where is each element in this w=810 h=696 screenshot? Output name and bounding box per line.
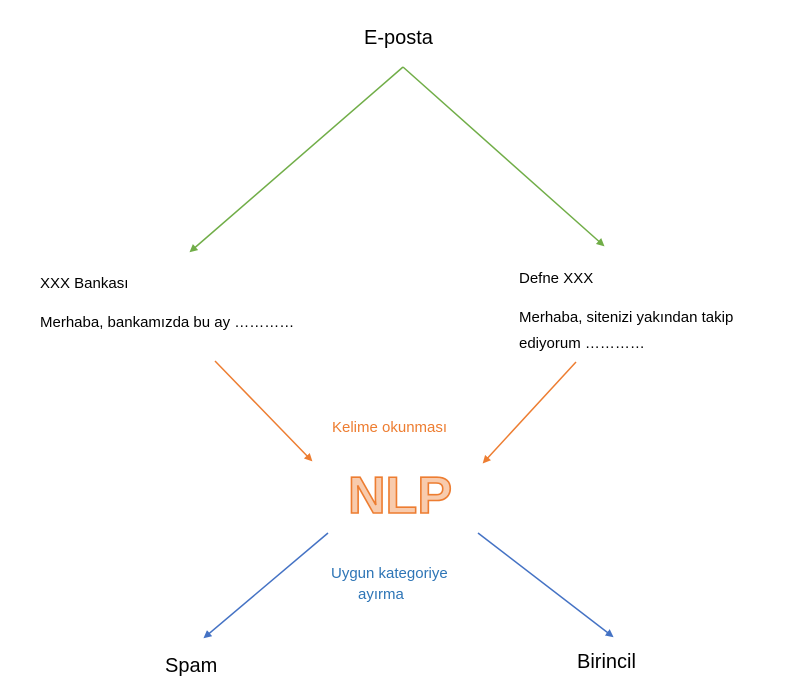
right-email-message-line2: ediyorum ………… xyxy=(519,335,645,352)
output-primary: Birincil xyxy=(577,651,636,673)
left-email-message: Merhaba, bankamızda bu ay ………… xyxy=(40,314,295,331)
orange-arrow-right xyxy=(482,361,577,464)
blue-arrow-left xyxy=(203,532,329,639)
output-spam: Spam xyxy=(165,655,218,677)
output-caption-line1: Uygun kategoriye xyxy=(331,565,448,582)
right-email-message-line1: Merhaba, sitenizi yakından takip xyxy=(519,309,734,326)
output-caption-line2: ayırma xyxy=(358,586,404,603)
green-arrow-right xyxy=(402,66,605,247)
orange-arrow-left xyxy=(214,360,313,462)
root-node-email: E-posta xyxy=(364,27,433,49)
right-email-sender: Defne XXX xyxy=(519,270,594,287)
green-arrow-left xyxy=(189,66,404,253)
blue-arrow-right xyxy=(477,532,614,638)
input-caption: Kelime okunması xyxy=(332,419,448,436)
left-email-sender: XXX Bankası xyxy=(40,275,129,292)
